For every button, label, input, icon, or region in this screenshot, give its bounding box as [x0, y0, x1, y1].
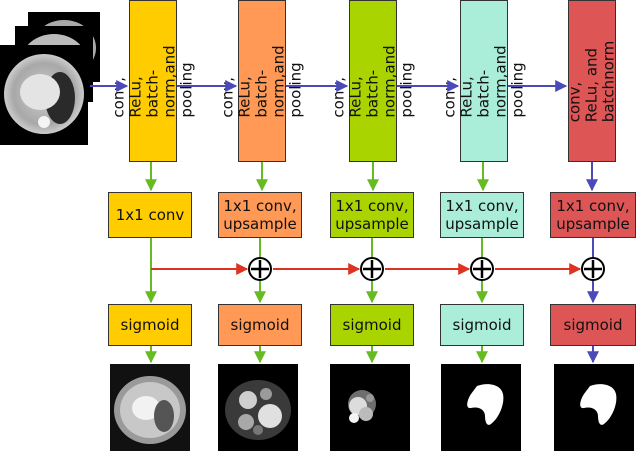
conv-block-2: 1x1 conv, upsample: [218, 192, 302, 238]
encoder-block-3: conv, ReLu, batch- norm,and pooling: [330, 0, 416, 162]
sigmoid-block-2-label: sigmoid: [230, 316, 290, 334]
sigmoid-block-2: sigmoid: [218, 304, 302, 346]
sigmoid-block-4-label: sigmoid: [452, 316, 512, 334]
plus-node-2: [248, 257, 272, 281]
plus-node-3: [360, 257, 384, 281]
encoder-block-5-label: conv, ReLu, and batchnorm: [565, 40, 618, 122]
conv-block-5-label: 1x1 conv, upsample: [556, 197, 630, 233]
output-image-2: [218, 364, 298, 451]
sigmoid-block-1-label: sigmoid: [120, 316, 180, 334]
sigmoid-block-3: sigmoid: [330, 304, 414, 346]
conv-block-4-label: 1x1 conv, upsample: [445, 197, 519, 233]
encoder-block-5: conv, ReLu, and batchnorm: [565, 0, 618, 162]
conv-block-3-label: 1x1 conv, upsample: [335, 197, 409, 233]
sigmoid-block-3-label: sigmoid: [342, 316, 402, 334]
encoder-block-2: conv, ReLu, batch- norm,and pooling: [219, 0, 305, 162]
sigmoid-block-5: sigmoid: [550, 304, 636, 346]
conv-block-1-label: 1x1 conv: [115, 206, 185, 224]
output-image-4: [441, 364, 521, 451]
sigmoid-block-1: sigmoid: [108, 304, 192, 346]
plus-node-4: [470, 257, 494, 281]
plus-node-5: [581, 257, 605, 281]
output-image-3: [330, 364, 410, 451]
conv-block-4: 1x1 conv, upsample: [440, 192, 524, 238]
encoder-to-conv-arrows: [145, 162, 489, 192]
sigmoid-block-5-label: sigmoid: [563, 316, 623, 334]
encoder-block-1: conv, ReLu, batch- norm,and pooling: [110, 0, 196, 162]
encoder-block-4: conv, ReLu, batch- norm,and pooling: [441, 0, 527, 162]
conv-block-2-label: 1x1 conv, upsample: [223, 197, 297, 233]
encoder-block-4-label: conv, ReLu, batch- norm,and pooling: [440, 44, 527, 118]
output-image-5: [554, 364, 634, 451]
conv-block-3: 1x1 conv, upsample: [330, 192, 414, 238]
encoder-block-3-label: conv, ReLu, batch- norm,and pooling: [329, 44, 416, 118]
encoder-block-2-label: conv, ReLu, batch- norm,and pooling: [218, 44, 305, 118]
output-image-1: [110, 364, 190, 451]
conv-block-5: 1x1 conv, upsample: [550, 192, 636, 238]
ct-slice-images: [0, 12, 100, 145]
sigmoid-block-4: sigmoid: [440, 304, 524, 346]
sigmoid-to-output-arrows: [145, 346, 488, 364]
conv-block-1: 1x1 conv: [108, 192, 192, 238]
encoder-block-1-label: conv, ReLu, batch- norm,and pooling: [109, 44, 196, 118]
conv-to-sigmoid-arrows: [145, 238, 488, 304]
